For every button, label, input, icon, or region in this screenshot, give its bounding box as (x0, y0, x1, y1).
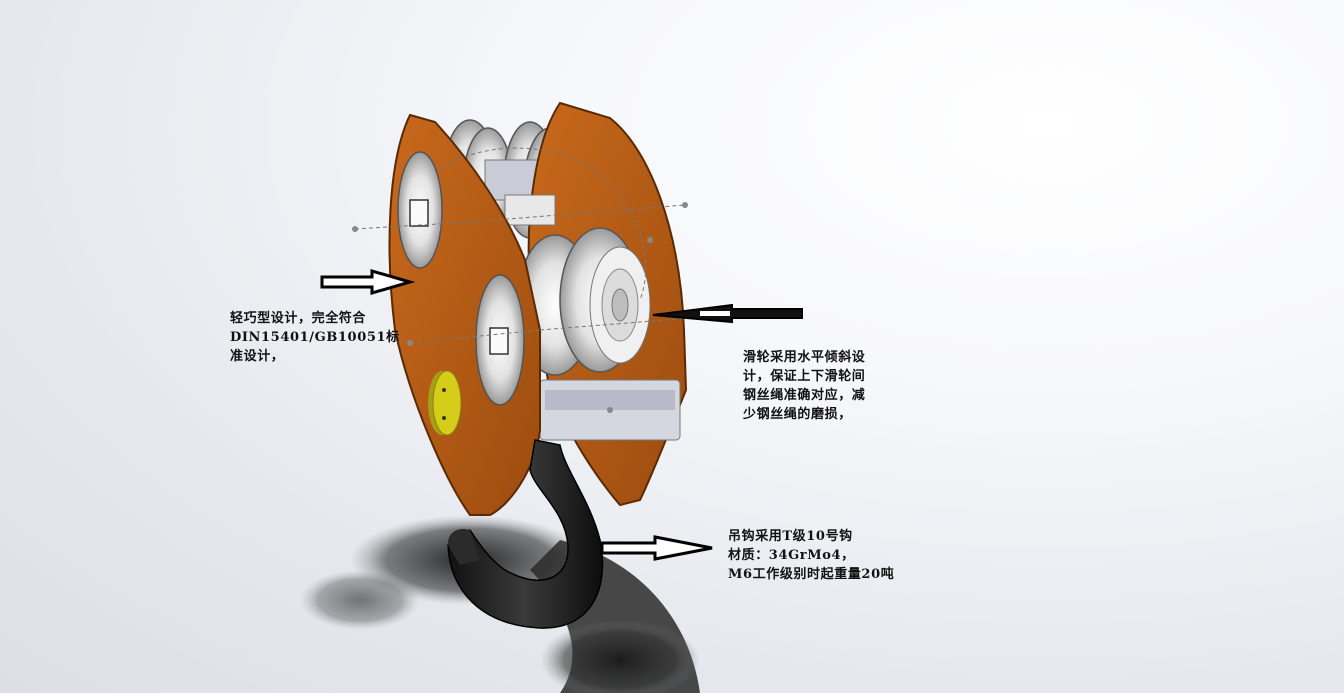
front-bearing-cap-top (397, 151, 443, 269)
crane-hook (447, 439, 604, 629)
annotation-hook: 吊钩采用T级10号钩 材质：34GrMo4， M6工作级别时起重量20吨 (728, 527, 894, 584)
annotation-right-line: 少钢丝绳的磨损， (743, 407, 852, 422)
annotation-left-line: DIN15401/GB10051标 (230, 330, 400, 345)
annotation-hook-line: M6工作级别时起重量20吨 (728, 567, 895, 582)
callout-arrow-hook (600, 535, 713, 561)
annotation-left-line: 轻巧型设计，完全符合 (230, 311, 367, 326)
annotation-right-line: 计，保证上下滑轮间 (743, 369, 866, 384)
callout-arrow-right (652, 303, 803, 324)
annotation-hook-line: 吊钩采用T级10号钩 (728, 529, 853, 544)
annotation-right-line: 钢丝绳准确对应，减 (743, 388, 866, 403)
sketch-points (352, 202, 688, 413)
annotation-right: 滑轮采用水平倾斜设 计，保证上下滑轮间 钢丝绳准确对应，减 少钢丝绳的磨损， (743, 348, 865, 424)
annotation-hook-line: 材质：34GrMo4， (728, 548, 855, 563)
front-bearing-cap-bottom (475, 274, 525, 406)
sketch-lines (354, 147, 691, 344)
annotation-left-line: 准设计， (230, 349, 285, 364)
yellow-pin (428, 370, 462, 436)
annotation-left: 轻巧型设计，完全符合 DIN15401/GB10051标 准设计， (230, 309, 400, 366)
annotation-right-line: 滑轮采用水平倾斜设 (743, 350, 866, 365)
callout-arrow-left (320, 269, 416, 295)
